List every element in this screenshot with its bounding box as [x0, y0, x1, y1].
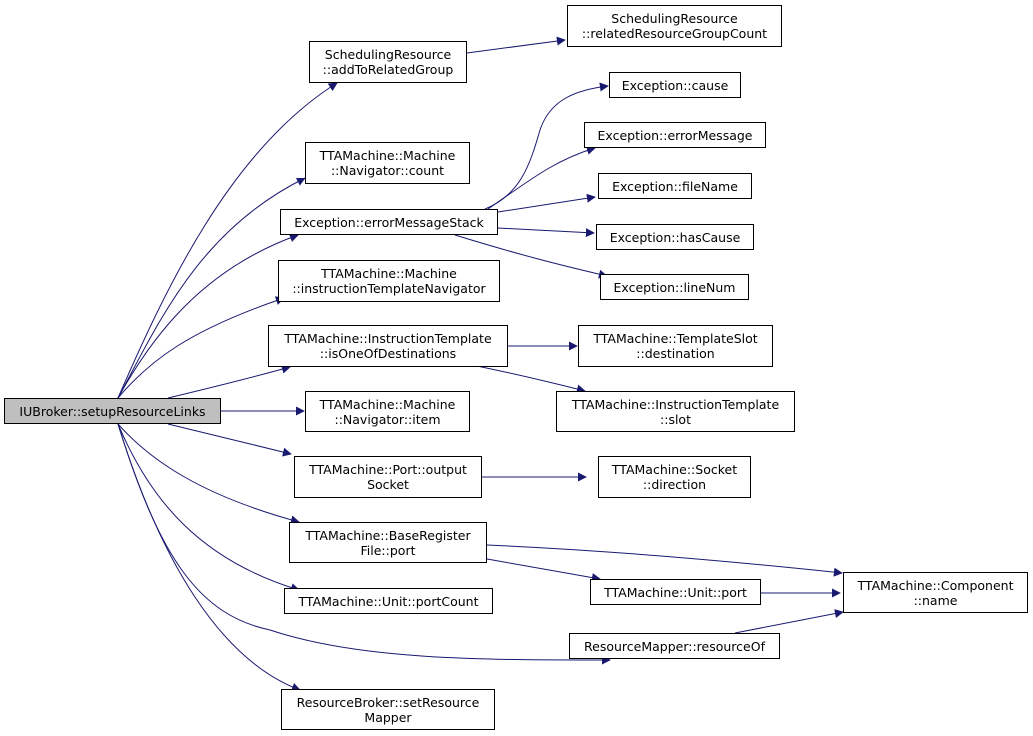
- edge-addToRelatedGroup-relatedResourceGroupCount: [466, 36, 566, 54]
- node-label: ResourceBroker::setResource: [296, 694, 480, 710]
- node-label: SchedulingResource: [324, 47, 452, 62]
- node-label: TTAMachine::InstructionTemplate: [284, 331, 492, 346]
- node-instruction-template-slot[interactable]: TTAMachine::InstructionTemplate ::slot: [556, 391, 795, 432]
- node-label: ResourceMapper::resourceOf: [584, 638, 765, 654]
- node-exception-file-name[interactable]: Exception::fileName: [598, 173, 752, 199]
- edge-errorMessageStack-lineNum: [454, 234, 608, 279]
- node-unit-port-count[interactable]: TTAMachine::Unit::portCount: [284, 588, 493, 614]
- node-exception-has-cause[interactable]: Exception::hasCause: [596, 224, 754, 250]
- node-label: ::Navigator::count: [330, 163, 445, 178]
- node-socket-direction[interactable]: TTAMachine::Socket ::direction: [598, 456, 751, 498]
- edge-root-errorMessageStack: [117, 233, 299, 399]
- node-label: ::direction: [642, 477, 707, 492]
- edge-errorMessageStack-hasCause: [497, 227, 595, 238]
- edge-root-setResourceMapper: [117, 423, 301, 692]
- node-label: TTAMachine::InstructionTemplate: [571, 396, 780, 412]
- node-unit-port[interactable]: TTAMachine::Unit::port: [590, 579, 761, 605]
- node-label: Exception::errorMessageStack: [294, 214, 484, 230]
- node-label: ::instructionTemplateNavigator: [292, 281, 486, 296]
- edge-resourceOf-componentName: [734, 609, 844, 634]
- node-label: Exception::fileName: [612, 178, 738, 194]
- node-label: TTAMachine::Socket: [611, 462, 738, 477]
- edge-root-unitPortCount: [117, 423, 300, 592]
- node-label: TTAMachine::Component: [857, 577, 1014, 593]
- edge-root-machineNavigatorCount: [117, 177, 306, 399]
- node-label: TTAMachine::Unit::port: [604, 584, 747, 600]
- edge-root-isOneOfDestinations: [167, 364, 291, 399]
- node-label: SchedulingResource: [611, 11, 738, 26]
- node-add-to-related-group[interactable]: SchedulingResource ::addToRelatedGroup: [309, 41, 467, 83]
- node-setup-resource-links[interactable]: IUBroker::setupResourceLinks: [4, 398, 221, 424]
- node-label: Exception::errorMessage: [597, 127, 753, 143]
- node-port-output-socket[interactable]: TTAMachine::Port::output Socket: [294, 456, 482, 498]
- node-label: ::addToRelatedGroup: [322, 62, 454, 77]
- edge-isOneOfDestinations-instructionTemplateSlot: [476, 365, 586, 394]
- node-label: ::destination: [636, 346, 715, 361]
- edge-errorMessageStack-fileName: [497, 193, 596, 213]
- edge-root-portOutputSocket: [167, 423, 292, 457]
- node-label: Socket: [367, 477, 409, 492]
- edge-root-instructionTemplateNavigator: [117, 296, 285, 399]
- node-label: TTAMachine::Unit::portCount: [298, 593, 479, 609]
- node-label: IUBroker::setupResourceLinks: [19, 403, 206, 419]
- node-error-message-stack[interactable]: Exception::errorMessageStack: [280, 209, 498, 235]
- node-label: ::Navigator::item: [334, 411, 441, 427]
- node-label: TTAMachine::Machine: [321, 266, 457, 281]
- node-exception-error-message[interactable]: Exception::errorMessage: [584, 122, 766, 148]
- node-template-slot-destination[interactable]: TTAMachine::TemplateSlot ::destination: [578, 325, 773, 367]
- node-label: ::name: [913, 592, 958, 608]
- node-set-resource-mapper[interactable]: ResourceBroker::setResource Mapper: [281, 689, 495, 730]
- node-label: TTAMachine::Machine: [319, 396, 456, 412]
- edge-baseRegisterFilePort-componentName: [486, 544, 843, 577]
- edge-errorMessageStack-cause: [484, 82, 609, 210]
- node-label: TTAMachine::BaseRegister: [305, 527, 471, 543]
- node-label: Mapper: [364, 709, 412, 725]
- edge-root-baseRegisterFilePort: [117, 423, 300, 525]
- node-label: ::relatedResourceGroupCount: [581, 26, 768, 41]
- node-label: TTAMachine::TemplateSlot: [593, 331, 758, 346]
- node-exception-line-num[interactable]: Exception::lineNum: [600, 274, 749, 300]
- node-instruction-template-navigator[interactable]: TTAMachine::Machine ::instructionTemplat…: [278, 260, 500, 302]
- edge-baseRegisterFilePort-unitPort: [486, 558, 601, 583]
- edge-errorMessageStack-errorMessage: [487, 146, 596, 210]
- node-machine-navigator-item[interactable]: TTAMachine::Machine ::Navigator::item: [305, 391, 470, 432]
- node-label: ::isOneOfDestinations: [319, 346, 457, 361]
- edge-root-addToRelatedGroup: [117, 82, 338, 399]
- node-exception-cause[interactable]: Exception::cause: [609, 72, 741, 98]
- node-resource-of[interactable]: ResourceMapper::resourceOf: [569, 633, 780, 659]
- node-is-one-of-destinations[interactable]: TTAMachine::InstructionTemplate ::isOneO…: [268, 325, 508, 367]
- node-label: Exception::hasCause: [609, 229, 741, 245]
- node-label: ::slot: [660, 411, 691, 427]
- node-label: Exception::lineNum: [613, 279, 736, 295]
- node-related-resource-group-count[interactable]: SchedulingResource ::relatedResourceGrou…: [567, 5, 782, 47]
- node-machine-navigator-count[interactable]: TTAMachine::Machine ::Navigator::count: [305, 142, 470, 184]
- node-base-register-file-port[interactable]: TTAMachine::BaseRegister File::port: [289, 522, 487, 563]
- node-label: Exception::cause: [621, 77, 729, 93]
- node-component-name[interactable]: TTAMachine::Component ::name: [843, 572, 1028, 613]
- node-label: TTAMachine::Machine: [319, 148, 456, 163]
- node-label: TTAMachine::Port::output: [309, 462, 467, 477]
- node-label: File::port: [360, 542, 416, 558]
